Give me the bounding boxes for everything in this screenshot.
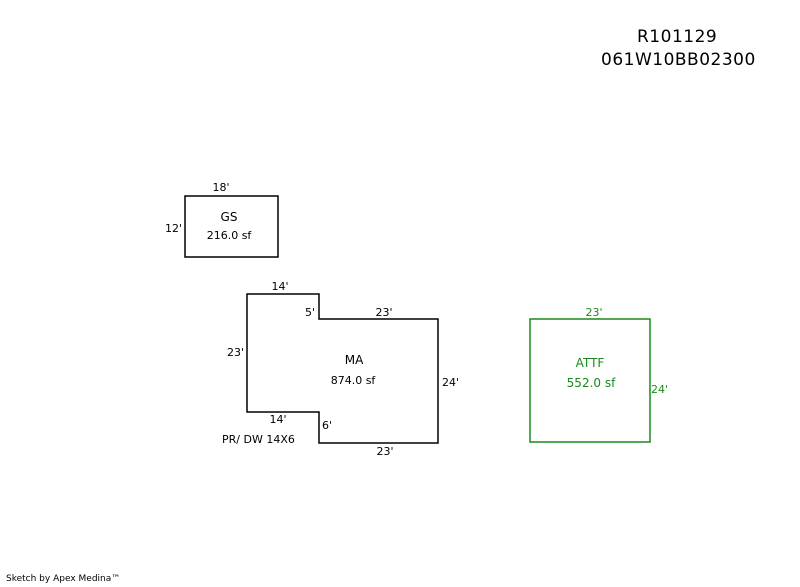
attf-dim-right: 24' [651, 383, 668, 396]
ma-dim-step-up: 5' [305, 306, 315, 319]
ma-outline [246, 293, 439, 444]
attf-area-value: 552.0 sf [567, 376, 616, 390]
gs-dim-left: 12' [165, 222, 182, 235]
account-id: R101129 [637, 27, 718, 47]
attf-outline [529, 318, 651, 443]
ma-dim-top-left: 14' [271, 280, 288, 293]
ma-note: PR/ DW 14X6 [222, 433, 295, 446]
ma-dim-step-down: 6' [322, 419, 332, 432]
ma-area-value: 874.0 sf [331, 374, 377, 387]
ma-dim-right: 24' [442, 376, 459, 389]
ma-dim-bottom-left: 14' [269, 413, 286, 426]
gs-dim-top: 18' [212, 181, 229, 194]
map-number: 061W10BB02300 [601, 50, 756, 70]
attf-dim-top: 23' [585, 306, 602, 319]
gs-area[interactable]: 18' 12' GS 216.0 sf [165, 181, 279, 258]
gs-outline [184, 195, 279, 258]
ma-dim-top-right: 23' [375, 306, 392, 319]
ma-area[interactable]: 14' 5' 23' 23' 24' 14' 6' 23' MA 874.0 s… [222, 280, 459, 458]
gs-area-value: 216.0 sf [207, 229, 253, 242]
ma-dim-bottom-right: 23' [376, 445, 393, 458]
attf-area[interactable]: 23' 24' ATTF 552.0 sf [529, 306, 668, 443]
attf-name: ATTF [576, 356, 605, 370]
gs-name: GS [221, 210, 238, 224]
sketch-credit: Sketch by Apex Medina™ [6, 574, 121, 584]
ma-name: MA [345, 353, 364, 367]
ma-dim-left: 23' [227, 346, 244, 359]
